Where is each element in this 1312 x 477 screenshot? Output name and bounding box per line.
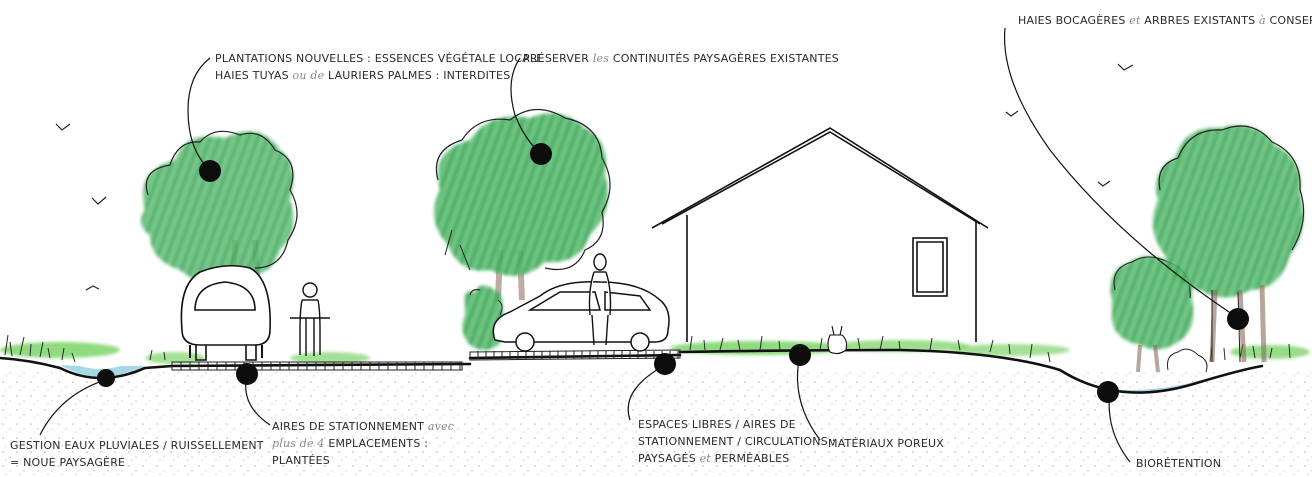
label-aires-line1b: avec [427,420,455,433]
label-plantations-line2a: HAIES TUYAS [215,69,289,82]
car-front-view [180,264,271,361]
ground-profile [0,348,1264,394]
marker-bioretention [1097,381,1119,403]
label-plantations-line2b: ou de [292,69,325,82]
label-materiaux-line1: MATÉRIAUX POREUX [828,437,944,450]
label-haies-c: ARBRES EXISTANTS [1144,14,1256,27]
label-preserver-a: PRÉSERVER [523,52,590,65]
label-gestion-line2: = NOUE PAYSAGÈRE [10,456,126,469]
label-bioretention: BIORÉTENTION [1136,455,1221,472]
cyclist [290,282,330,356]
label-plantations: PLANTATIONS NOUVELLES : ESSENCES VÉGÉTAL… [215,50,543,84]
label-espaces-line3a: PAYSAGÉS [638,452,696,465]
tree-right-small [1110,256,1194,373]
rabbit [827,325,848,355]
label-espaces-line3: PAYSAGÉS et PERMÉABLES [638,450,835,467]
label-preserver: PRÉSERVER les CONTINUITÉS PAYSAGÈRES EXI… [523,50,839,67]
label-espaces-line3b: et [699,452,711,465]
marker-espaces [654,353,676,375]
label-aires-line1a: AIRES DE STATIONNEMENT [272,420,425,433]
house [651,127,989,342]
label-preserver-c: CONTINUITÉS PAYSAGÈRES EXISTANTES [612,52,839,65]
label-bioretention-line1: BIORÉTENTION [1136,457,1222,470]
permeable-paving [171,349,681,371]
label-aires-line2a: plus de 4 [272,437,325,450]
label-espaces-line1: ESPACES LIBRES / AIRES DE [638,418,796,431]
marker-haies [1227,308,1249,330]
car-side-view [492,281,670,352]
label-gestion-line1: GESTION EAUX PLUVIALES / RUISSELLEMENT [10,439,264,452]
tree-center-canopy-fill [434,113,608,276]
label-aires-line3: PLANTÉES [272,454,330,467]
label-haies: HAIES BOCAGÈRES et ARBRES EXISTANTS à CO… [1018,12,1312,29]
marker-materiaux [789,344,811,366]
label-espaces: ESPACES LIBRES / AIRES DE STATIONNEMENT … [638,416,835,467]
marker-preserver [530,143,552,165]
tree-right-large [1152,125,1305,363]
birds [55,63,1134,291]
label-preserver-b: les [592,52,610,65]
standing-person [588,253,612,346]
label-haies-b: et [1129,14,1141,27]
label-haies-d: à [1259,14,1266,27]
tree-center [434,108,611,301]
marker-plantations [199,160,221,182]
marker-gestion [97,369,115,387]
label-aires-line1: AIRES DE STATIONNEMENT avec [272,418,454,435]
label-plantations-line2: HAIES TUYAS ou de LAURIERS PALMES : INTE… [215,67,543,84]
label-plantations-line1: PLANTATIONS NOUVELLES : ESSENCES VÉGÉTAL… [215,52,544,65]
label-gestion: GESTION EAUX PLUVIALES / RUISSELLEMENT =… [10,437,264,471]
label-espaces-line3c: PERMÉABLES [714,452,790,465]
label-aires-line2: plus de 4 EMPLACEMENTS : [272,435,454,452]
marker-aires [236,363,258,385]
bioretention-water [1060,372,1210,393]
label-aires-line2b: EMPLACEMENTS : [328,437,429,450]
label-aires: AIRES DE STATIONNEMENT avec plus de 4 EM… [272,418,454,469]
tree-left-canopy-fill [141,131,294,284]
label-materiaux: MATÉRIAUX POREUX [828,435,944,452]
label-plantations-line2c: LAURIERS PALMES : INTERDITES [328,69,511,82]
label-haies-a: HAIES BOCAGÈRES [1018,14,1126,27]
label-haies-e: CONSERVER [1269,14,1312,27]
marker-dots [97,143,1249,403]
soil-texture [0,372,1312,477]
shrub-right [1167,348,1208,373]
label-espaces-line2: STATIONNEMENT / CIRCULATIONS : [638,435,836,448]
